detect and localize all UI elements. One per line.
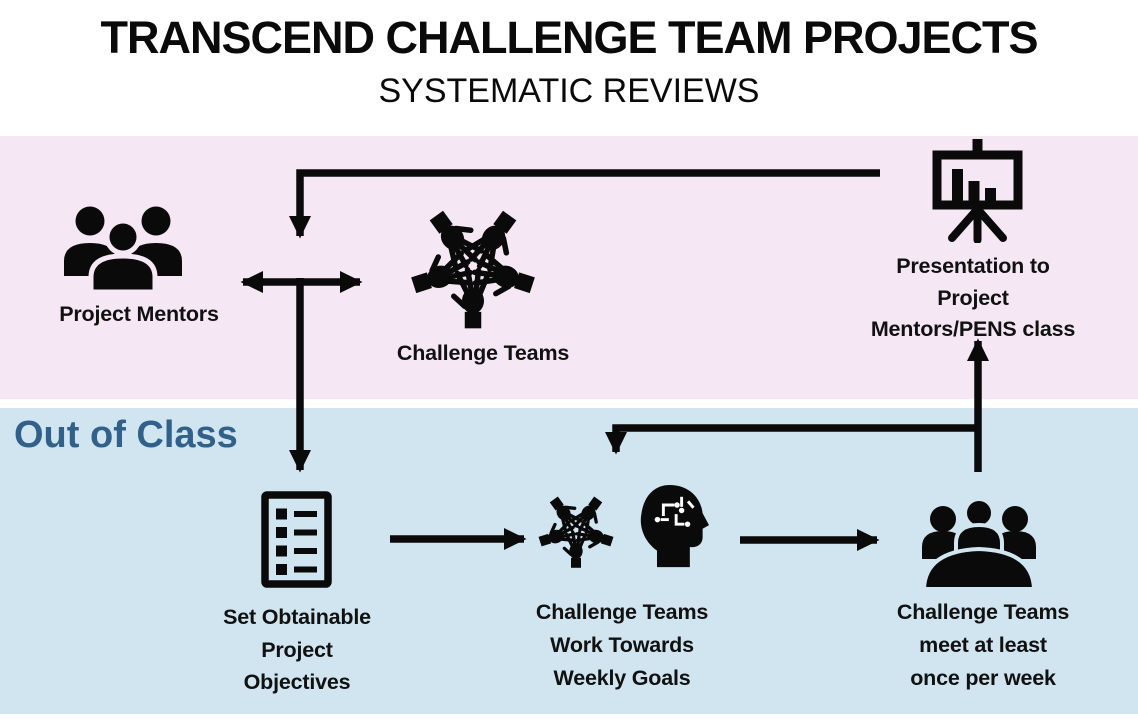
label-line: Project [261, 637, 333, 662]
presentation-chart-icon [932, 139, 1023, 243]
page-title: TRANSCEND CHALLENGE TEAM PROJECTS [100, 12, 1038, 63]
hands-together-icon [402, 200, 544, 332]
label-line: meet at least [919, 633, 1047, 657]
edge-meeting-to-goals-loop [605, 424, 978, 455]
label-line: Work Towards [550, 633, 694, 657]
label-line: Presentation to [896, 254, 1050, 278]
label-line: Weekly Goals [553, 666, 691, 690]
label-line: Project [937, 285, 1009, 310]
label-line: Objectives [243, 670, 351, 694]
node-label-presentation: Presentation to Project Mentors/PENS cla… [842, 251, 1104, 346]
label-line: Challenge Teams [896, 600, 1070, 624]
label-line: Mentors/PENS class [870, 317, 1076, 341]
node-label-set-objectives: Set Obtainable Project Objectives [187, 601, 407, 699]
node-label-project-mentors: Project Mentors [59, 302, 219, 326]
edge-presentation-to-junction [289, 169, 880, 239]
checklist-icon [261, 491, 332, 588]
label-line: Set Obtainable [223, 605, 371, 629]
thinking-head-icon [640, 484, 709, 568]
people-group-icon [64, 206, 182, 292]
node-label-challenge-teams: Challenge Teams [396, 341, 570, 365]
label-line: once per week [910, 666, 1056, 690]
label-line: Challenge Teams [535, 600, 709, 624]
node-label-weekly-meeting: Challenge Teams meet at least once per w… [872, 596, 1094, 695]
meeting-table-icon [921, 499, 1037, 589]
out-of-class-label: Out of Class [14, 414, 238, 456]
in-class-band [0, 136, 1138, 399]
page-subtitle: SYSTEMATIC REVIEWS [378, 72, 760, 110]
hands-and-brain-icon [536, 489, 616, 571]
node-label-weekly-goals: Challenge Teams Work Towards Weekly Goal… [512, 596, 732, 695]
